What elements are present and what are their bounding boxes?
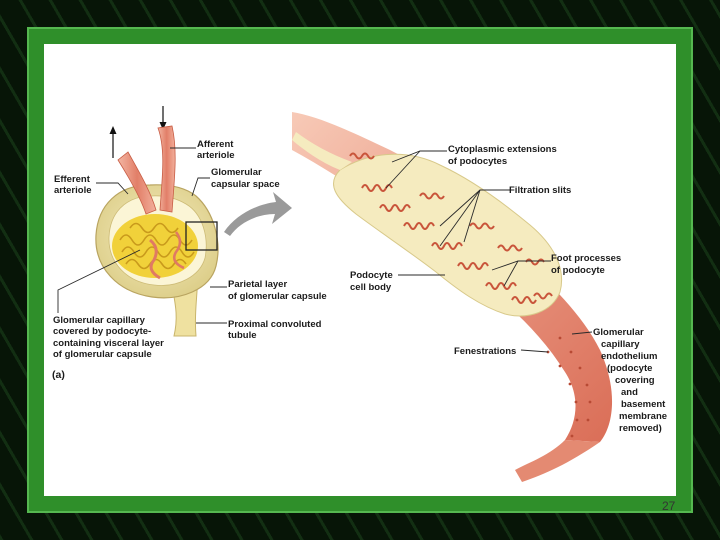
label-foot-processes: Foot processes of podocyte bbox=[551, 253, 624, 276]
fenestration-dots bbox=[546, 336, 592, 438]
renal-corpuscle bbox=[95, 125, 219, 337]
label-podocyte-cell-body: Podocyte cell body bbox=[350, 270, 395, 293]
flow-arrows bbox=[109, 106, 167, 158]
detail-box bbox=[185, 221, 218, 251]
label-parietal-layer: Parietal layer of glomerular capsule bbox=[228, 279, 327, 302]
magnify-arrow bbox=[224, 192, 292, 236]
panel-letter: (a) bbox=[52, 369, 65, 381]
label-afferent-arteriole: Afferent arteriole bbox=[197, 139, 236, 161]
foot-processes bbox=[349, 152, 553, 304]
label-cytoplasmic-extensions: Cytoplasmic extensions of podocytes bbox=[448, 144, 559, 167]
efferent-arteriole-shape bbox=[117, 151, 157, 215]
label-efferent-arteriole: Efferent arteriole bbox=[54, 174, 93, 196]
label-fenestrations: Fenestrations bbox=[454, 346, 516, 357]
page-number: 27 bbox=[662, 499, 676, 513]
label-glomerular-capillary-covered: Glomerular capillary covered by podocyte… bbox=[53, 315, 167, 360]
label-glomerular-capsular-space: Glomerular capsular space bbox=[211, 167, 280, 190]
label-proximal-convoluted-tubule: Proximal convoluted tubule bbox=[228, 319, 324, 341]
leader-lines bbox=[57, 147, 593, 353]
afferent-arteriole-shape bbox=[157, 125, 176, 213]
podocyte-detail bbox=[292, 112, 613, 482]
glomerulus-tuft bbox=[112, 214, 198, 280]
label-glomerular-capillary-endothelium: Glomerular capillary endothelium (podocy… bbox=[593, 327, 670, 434]
label-filtration-slits: Filtration slits bbox=[509, 185, 571, 196]
